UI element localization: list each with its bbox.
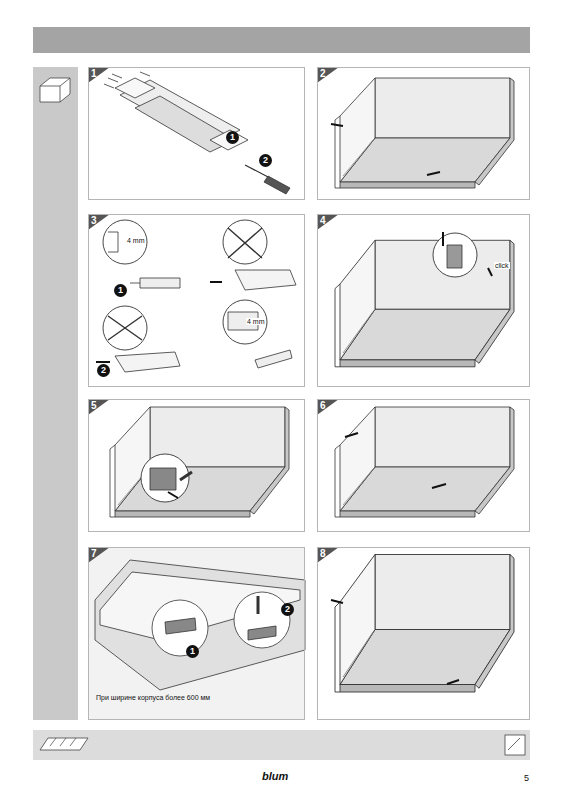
step-number: 2 [320,68,326,79]
callout-number: 1 [186,645,199,658]
callout-number: 1 [226,131,239,144]
step-number: 8 [320,548,326,559]
callout-number: 2 [259,154,272,167]
step-number: 4 [320,215,326,226]
step-panel: 8 [317,547,530,720]
step-number: 3 [91,215,97,226]
step-panel: 2 [317,67,530,200]
callout-number: 2 [97,364,110,377]
callout-number: 1 [114,284,127,297]
dimension: 4 mm [126,237,146,244]
step-panel: 1 [88,67,305,200]
step-panel: 4 [317,214,530,387]
note: При ширине корпуса более 600 мм [95,694,211,701]
page-number: 5 [524,773,529,783]
step-number: 6 [320,400,326,411]
annotation: click [494,262,510,269]
step-number: 5 [91,400,97,411]
callout-number: 2 [281,603,294,616]
brand-logo: blum [262,770,288,782]
step-panel: 3 [88,214,305,387]
step-panel: 6 [317,399,530,532]
dimension: 4 mm [246,318,266,325]
step-number: 7 [91,548,97,559]
step-panel: 5 [88,399,305,532]
step-number: 1 [91,68,97,79]
